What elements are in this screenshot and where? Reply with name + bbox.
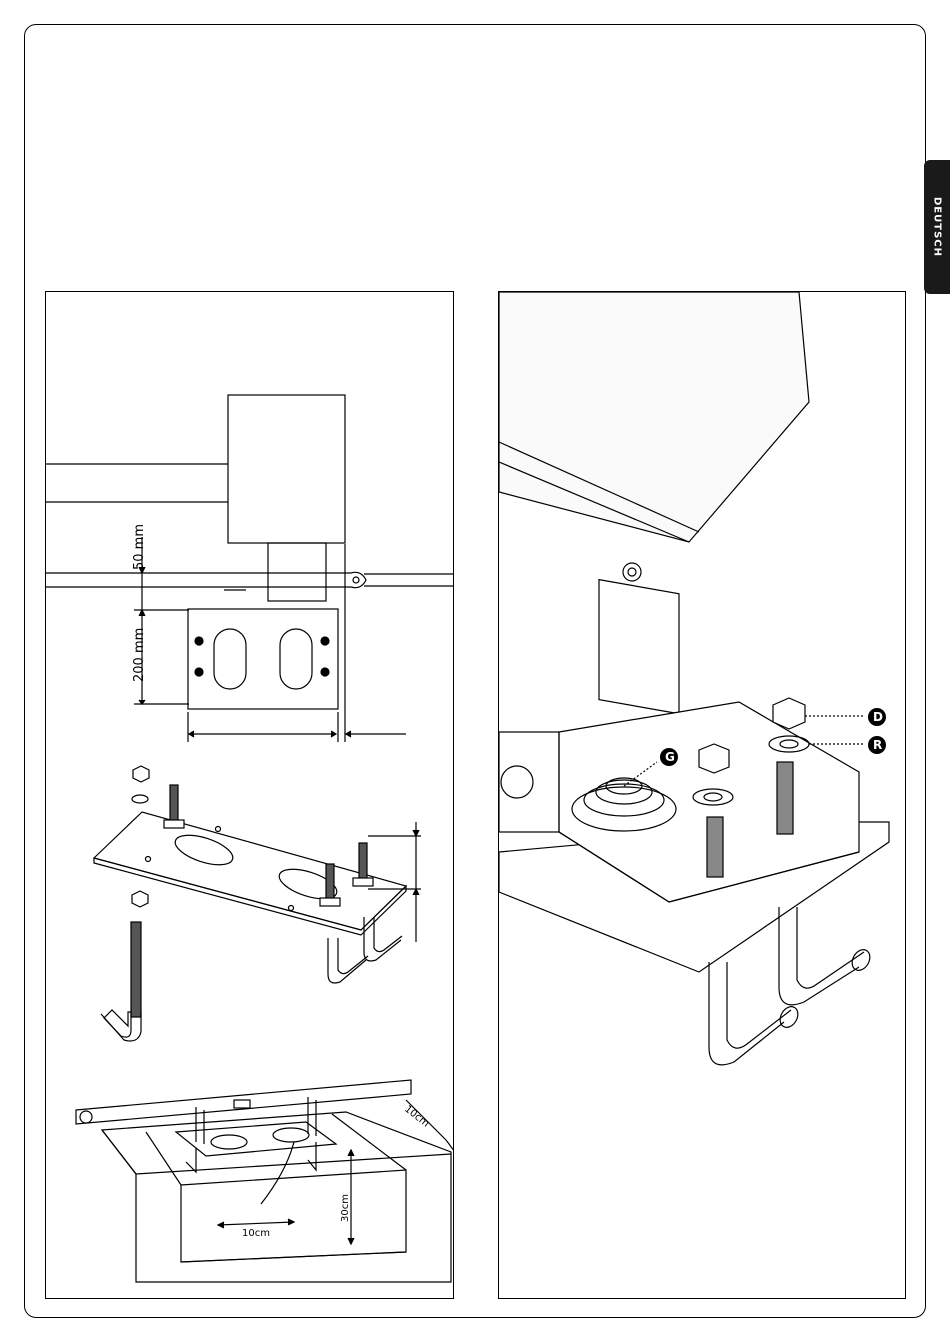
installation-diagram-left: 50 mm 200 mm 10cm 10cm 30cm (45, 291, 454, 1299)
depth-side-label: 10cm (402, 1104, 431, 1130)
language-tab: DEUTSCH (924, 160, 950, 294)
depth-bottom-label: 10cm (242, 1228, 270, 1239)
callout-g-label: G (665, 750, 675, 764)
right-labels: D R G (499, 292, 906, 1299)
left-labels: 50 mm 200 mm 10cm 10cm 30cm (46, 292, 454, 1299)
dim-200mm-label: 200 mm (132, 628, 147, 682)
language-tab-label: DEUTSCH (932, 197, 943, 257)
installation-diagram-right: D R G (498, 291, 906, 1299)
callout-d-label: D (873, 710, 883, 724)
depth-height-label: 30cm (340, 1194, 351, 1222)
dim-50mm-label: 50 mm (132, 524, 147, 570)
callout-r-label: R (873, 738, 882, 752)
